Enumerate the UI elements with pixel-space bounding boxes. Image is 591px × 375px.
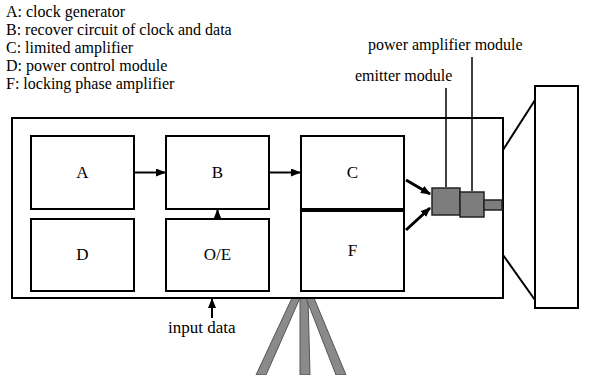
module-box: D: [30, 218, 135, 292]
module-letter: A: [76, 163, 88, 183]
module-box: B: [165, 135, 270, 210]
key-text: A: clock generator: [6, 3, 125, 21]
module-box: O/E: [165, 218, 270, 292]
module-letter: F: [348, 241, 357, 261]
module-letter: O/E: [204, 245, 231, 265]
part-label: emitter module: [355, 67, 452, 85]
module-box: C: [300, 135, 405, 210]
signal-arrow: [406, 208, 430, 230]
signal-arrow: [135, 172, 165, 174]
module-letter: C: [347, 163, 358, 183]
module-box: F: [300, 210, 405, 292]
signal-arrow: [217, 210, 219, 218]
housing: [12, 118, 503, 298]
key-text: B: recover circuit of clock and data: [6, 21, 232, 39]
leader-line: [445, 88, 447, 187]
key-text: D: power control module: [6, 57, 167, 75]
lens-cone: [503, 255, 535, 300]
module-box: A: [30, 135, 135, 210]
part-label: input data: [168, 319, 236, 337]
module-letter: B: [212, 163, 223, 183]
lens-cone: [503, 100, 535, 150]
module-letter: D: [76, 245, 88, 265]
output-stub: [484, 200, 502, 210]
tripod: [256, 298, 346, 375]
signal-arrow: [406, 180, 430, 194]
power-amplifier-module: [460, 192, 484, 217]
emitter-module: [432, 188, 460, 215]
lens-plate: [535, 86, 578, 308]
signal-arrow: [270, 172, 300, 174]
input-arrow: [211, 299, 213, 318]
key-text: C: limited amplifier: [6, 39, 133, 57]
leader-line: [471, 57, 473, 191]
part-label: power amplifier module: [368, 36, 523, 54]
key-text: F: locking phase amplifier: [6, 75, 174, 93]
